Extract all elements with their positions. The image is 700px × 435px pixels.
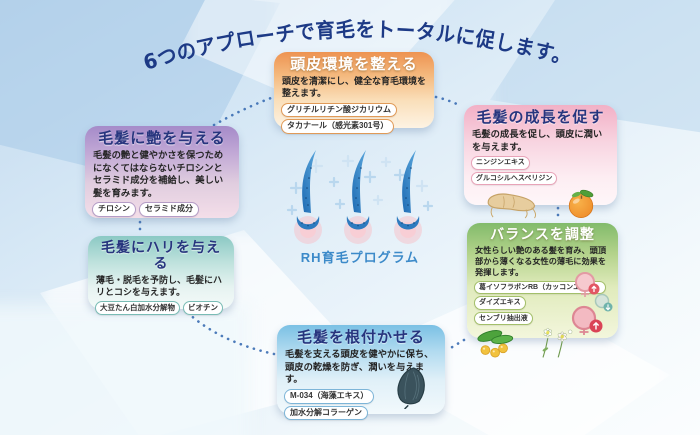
ingredient-tag: セラミド成分: [139, 202, 199, 218]
ingredient-tag: ビオチン: [183, 301, 223, 316]
card-body: 頭皮を清潔にし、健全な育毛環境を整えます。: [282, 76, 427, 99]
card-body: 女性らしい艶のある髪を育み、頭頂部から薄くなる女性の薄毛に効果を発揮します。: [475, 246, 607, 278]
background-shape: [0, 305, 250, 435]
hair-follicle-illustration: [286, 150, 434, 244]
card-title: 頭皮環境を整える: [290, 55, 418, 73]
card-title: 毛髪に艶を与える: [98, 129, 226, 147]
soybean-icon: [477, 329, 514, 358]
card-body: 薄毛・脱毛を予防し、毛髪にハリとコシを与えます。: [96, 275, 223, 298]
sparkle-icons: [286, 154, 434, 216]
ingredient-tag: 大豆たん白加水分解物: [95, 301, 180, 316]
card-hair-growth: 毛髪の成長を促す 毛髪の成長を促し、頭皮に潤いを与えます。 ニンジンエキス グル…: [464, 105, 617, 219]
ingredient-tag: ダイズエキス: [474, 296, 526, 310]
card-body: 毛髪を支える頭皮を健やかに保ち、頭皮の乾燥を防ぎ、潤いを与えます。: [285, 349, 434, 385]
card-body: 毛髪の艶と健やかさを保つためになくてはならないチロシンとセラミド成分を補給し、美…: [93, 150, 224, 198]
ginseng-icon: [487, 193, 537, 219]
ingredient-tag: ニンジンエキス: [471, 156, 530, 170]
dotted-connector-scalp-growth: [434, 95, 463, 108]
orange-fruit-icon: [568, 189, 594, 218]
card-title: バランスを調整: [490, 227, 595, 243]
ingredient-tag: 葛イソフラボンRB（カッコンエキス）: [474, 281, 606, 295]
female-symbols-icon: [571, 272, 613, 335]
card-hair-gloss: 毛髪に艶を与える 毛髪の艶と健やかさを保つためになくてはならないチロシンとセラミ…: [85, 126, 239, 218]
card-title: 毛髪の成長を促す: [476, 108, 605, 126]
ingredient-tag: センブリ抽出液: [474, 311, 533, 325]
program-label: RH育毛プログラム: [300, 250, 420, 265]
card-title: 毛髪にハリを与える: [101, 240, 221, 273]
seaweed-icon: [397, 367, 425, 409]
card-hormone-balance: バランスを調整 女性らしい艶のある髪を育み、頭頂部から薄くなる女性の薄毛に効果を…: [467, 223, 618, 358]
hair-follicle: [294, 150, 422, 244]
ingredient-tag: 加水分解コラーゲン: [284, 405, 368, 421]
ingredient-tag: グリチルリチン酸ジカリウム: [281, 102, 397, 118]
card-body: 毛髪の成長を促し、頭皮に潤いを与えます。: [472, 129, 603, 152]
card-title: 毛髪を根付かせる: [296, 328, 425, 346]
card-hair-rooting: 毛髪を根付かせる 毛髪を支える頭皮を健やかに保ち、頭皮の乾燥を防ぎ、潤いを与えま…: [277, 325, 445, 421]
ingredient-tag: タカナール（感光素301号）: [281, 119, 395, 135]
card-scalp-environment: 頭皮環境を整える 頭皮を清潔にし、健全な育毛環境を整えます。 グリチルリチン酸ジ…: [274, 52, 434, 135]
ingredient-tag: グルコシルヘスペリジン: [471, 171, 558, 185]
ingredient-tag: チロシン: [92, 202, 136, 218]
ingredient-tag: M-034（海藻エキス）: [284, 388, 375, 404]
swertia-flower-icon: [542, 327, 573, 358]
card-hair-firmness: 毛髪にハリを与える 薄毛・脱毛を予防し、毛髪にハリとコシを与えます。 大豆たん白…: [88, 236, 234, 316]
